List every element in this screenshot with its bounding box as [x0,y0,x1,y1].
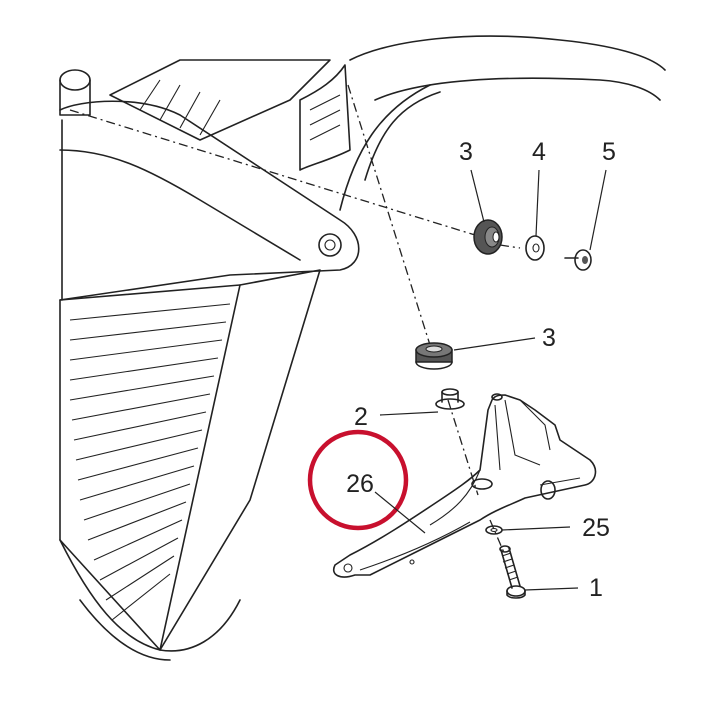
leader-lines [374,169,607,591]
assembly-axis-lines [69,84,521,556]
part-3-grommet-middle [415,342,453,370]
part-5-screw [564,249,592,271]
radiator-assembly [59,35,666,661]
callout-2: 2 [354,403,368,431]
part-26-bracket [333,393,597,578]
callout-5: 5 [602,138,616,166]
part-2-bushing [435,388,465,410]
callout-labels: 3 4 5 3 2 26 25 1 [346,138,616,602]
callout-1: 1 [589,574,603,602]
callout-3-middle: 3 [542,324,556,352]
part-3-grommet-top [473,219,503,255]
callout-26: 26 [346,470,374,498]
part-4-washer [525,235,545,261]
callout-4: 4 [532,138,546,166]
part-25-washer [485,525,503,535]
highlight-circle [307,429,409,531]
part-1-bolt [499,545,526,599]
callout-25: 25 [582,514,610,542]
callout-3-top: 3 [459,138,473,166]
